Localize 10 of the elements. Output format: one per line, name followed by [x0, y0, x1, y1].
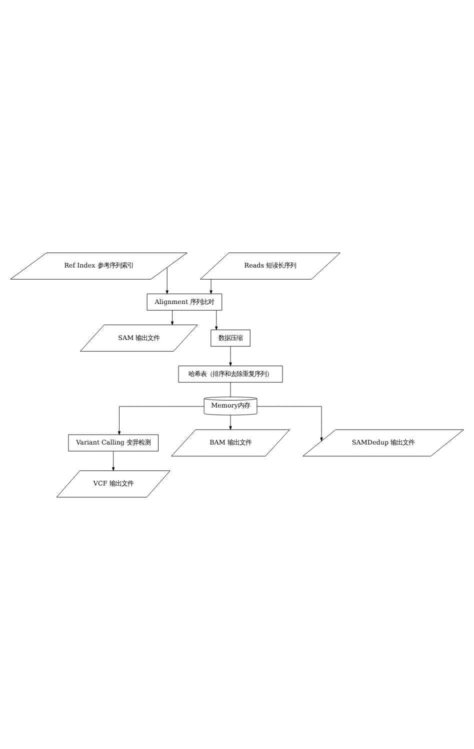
connector	[230, 382, 231, 397]
arrow	[215, 310, 218, 330]
arrow	[112, 450, 115, 470]
arrow	[166, 266, 168, 294]
arrow	[229, 346, 232, 366]
arrow	[229, 414, 232, 430]
arrow	[170, 310, 174, 325]
arrow	[210, 278, 212, 294]
arrow	[256, 406, 323, 441]
arrow	[118, 406, 204, 434]
